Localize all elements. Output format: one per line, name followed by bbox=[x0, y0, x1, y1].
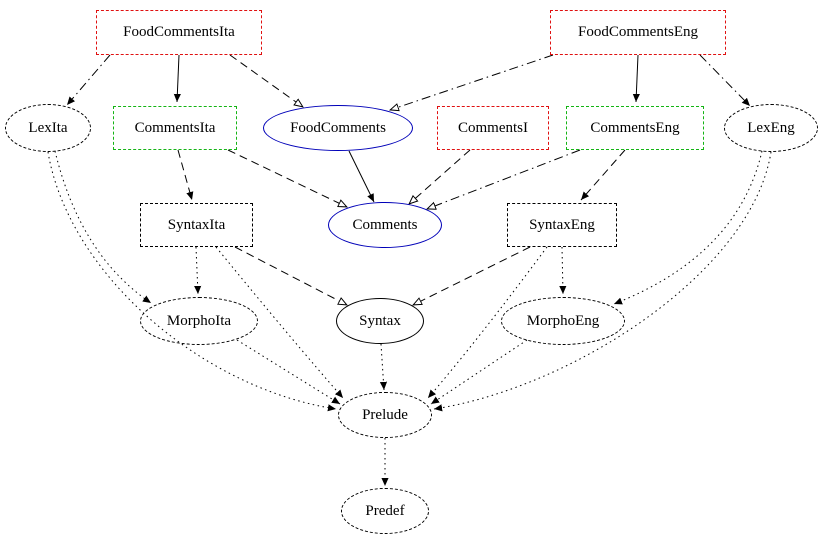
node-foodcommentseng: FoodCommentsEng bbox=[550, 10, 726, 55]
edge-SyntaxIta-to-Syntax bbox=[234, 246, 347, 305]
node-label-morphoita: MorphoIta bbox=[166, 312, 232, 329]
edge-LexIta-to-MorphoIta bbox=[54, 150, 152, 304]
edge-LexEng-to-Prelude bbox=[433, 151, 772, 412]
edge-FoodCommentsEng-to-FoodComments bbox=[390, 54, 554, 110]
edge-CommentsI-to-Comments bbox=[409, 149, 471, 204]
edge-SyntaxIta-to-MorphoIta bbox=[194, 246, 202, 295]
node-commentsita: CommentsIta bbox=[113, 106, 237, 150]
node-lexeng: LexEng bbox=[724, 104, 818, 152]
edge-FoodComments-to-Comments bbox=[348, 150, 375, 203]
node-commentseng: CommentsEng bbox=[566, 106, 704, 150]
node-comments: Comments bbox=[328, 202, 442, 248]
node-label-commentsi: CommentsI bbox=[458, 119, 528, 136]
edge-CommentsIta-to-Comments bbox=[227, 149, 347, 207]
edge-CommentsEng-to-SyntaxEng bbox=[580, 149, 626, 201]
node-syntax: Syntax bbox=[336, 298, 424, 344]
edge-FoodCommentsIta-to-CommentsIta bbox=[173, 54, 181, 103]
edge-Syntax-to-Prelude bbox=[379, 343, 388, 391]
node-morphoita: MorphoIta bbox=[140, 297, 258, 345]
node-lexita: LexIta bbox=[5, 104, 91, 152]
node-label-foodcommentsita: FoodCommentsIta bbox=[123, 24, 235, 40]
edge-LexEng-to-MorphoEng bbox=[613, 150, 763, 305]
node-label-commentseng: CommentsEng bbox=[590, 119, 680, 136]
node-predef: Predef bbox=[341, 488, 429, 534]
node-label-morphoeng: MorphoEng bbox=[526, 312, 600, 329]
node-label-lexita: LexIta bbox=[28, 119, 68, 136]
node-label-lexeng: LexEng bbox=[747, 119, 795, 136]
node-label-comments: Comments bbox=[352, 216, 418, 233]
edge-FoodCommentsEng-to-CommentsEng bbox=[632, 54, 640, 103]
node-foodcomments: FoodComments bbox=[263, 105, 413, 151]
node-label-syntax: Syntax bbox=[359, 312, 401, 329]
edge-MorphoIta-to-Prelude bbox=[236, 339, 341, 405]
edge-SyntaxEng-to-MorphoEng bbox=[559, 246, 567, 295]
node-label-foodcommentseng: FoodCommentsEng bbox=[577, 24, 698, 40]
edge-FoodCommentsIta-to-FoodComments bbox=[229, 54, 303, 107]
edge-MorphoEng-to-Prelude bbox=[430, 339, 528, 405]
node-morphoeng: MorphoEng bbox=[501, 297, 625, 345]
node-label-syntaxeng: SyntaxEng bbox=[529, 216, 595, 233]
node-label-predef: Predef bbox=[365, 502, 405, 519]
edge-CommentsIta-to-SyntaxIta bbox=[177, 149, 194, 201]
edge-CommentsEng-to-Comments bbox=[427, 149, 581, 209]
node-label-prelude: Prelude bbox=[362, 406, 408, 423]
node-syntaxita: SyntaxIta bbox=[140, 203, 253, 247]
node-label-syntaxita: SyntaxIta bbox=[167, 216, 226, 233]
node-label-commentsita: CommentsIta bbox=[134, 119, 216, 136]
edge-group bbox=[47, 54, 772, 486]
node-prelude: Prelude bbox=[338, 392, 432, 438]
node-foodcommentsita: FoodCommentsIta bbox=[96, 10, 262, 55]
edge-FoodCommentsIta-to-LexIta bbox=[66, 54, 111, 106]
node-commentsi: CommentsI bbox=[437, 106, 549, 150]
node-label-foodcomments: FoodComments bbox=[290, 119, 386, 136]
edge-SyntaxEng-to-Syntax bbox=[413, 246, 531, 305]
edge-FoodCommentsEng-to-LexEng bbox=[699, 54, 751, 107]
edge-LexIta-to-Prelude bbox=[47, 151, 337, 412]
edge-SyntaxEng-to-Prelude bbox=[427, 246, 548, 399]
node-syntaxeng: SyntaxEng bbox=[507, 203, 617, 247]
